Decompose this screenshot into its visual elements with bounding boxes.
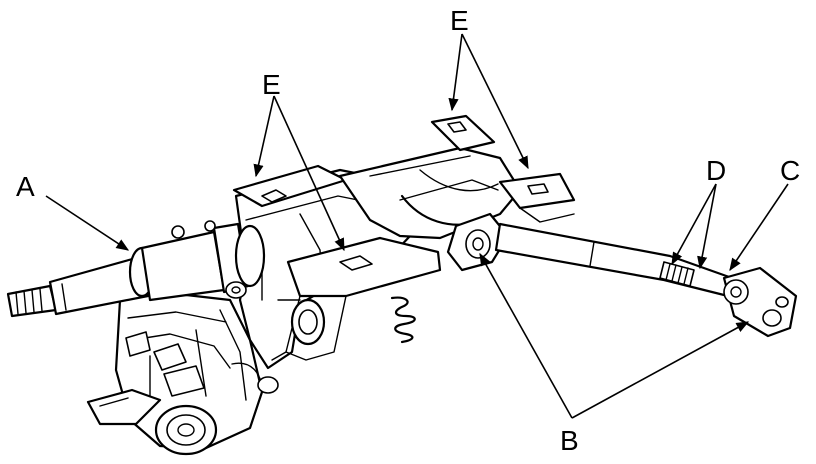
leader-b-2 <box>571 321 750 419</box>
leader-c <box>729 183 789 272</box>
leader-b-1 <box>479 252 573 419</box>
leader-lines <box>45 33 789 419</box>
upper-universal-joint <box>446 212 510 272</box>
leader-d-2 <box>697 183 717 270</box>
callout-c: C <box>780 155 800 186</box>
leader-e-right-2 <box>461 33 529 170</box>
leader-a <box>45 195 130 251</box>
callout-e-right: E <box>450 5 469 36</box>
leader-e-left-1 <box>253 95 275 178</box>
leader-e-left-2 <box>273 95 345 252</box>
leader-d-1 <box>671 183 717 266</box>
callout-b: B <box>560 425 579 456</box>
callout-d: D <box>706 155 726 186</box>
leader-e-right-1 <box>448 33 463 112</box>
callout-a: A <box>16 171 35 202</box>
lower-universal-joint <box>722 266 798 338</box>
lower-bracket-assembly <box>86 290 279 456</box>
callout-e-left: E <box>262 69 281 100</box>
intermediate-shaft <box>494 222 734 298</box>
steering-shaft <box>6 220 266 318</box>
column-housing <box>232 164 442 370</box>
upper-bracket <box>338 114 576 240</box>
